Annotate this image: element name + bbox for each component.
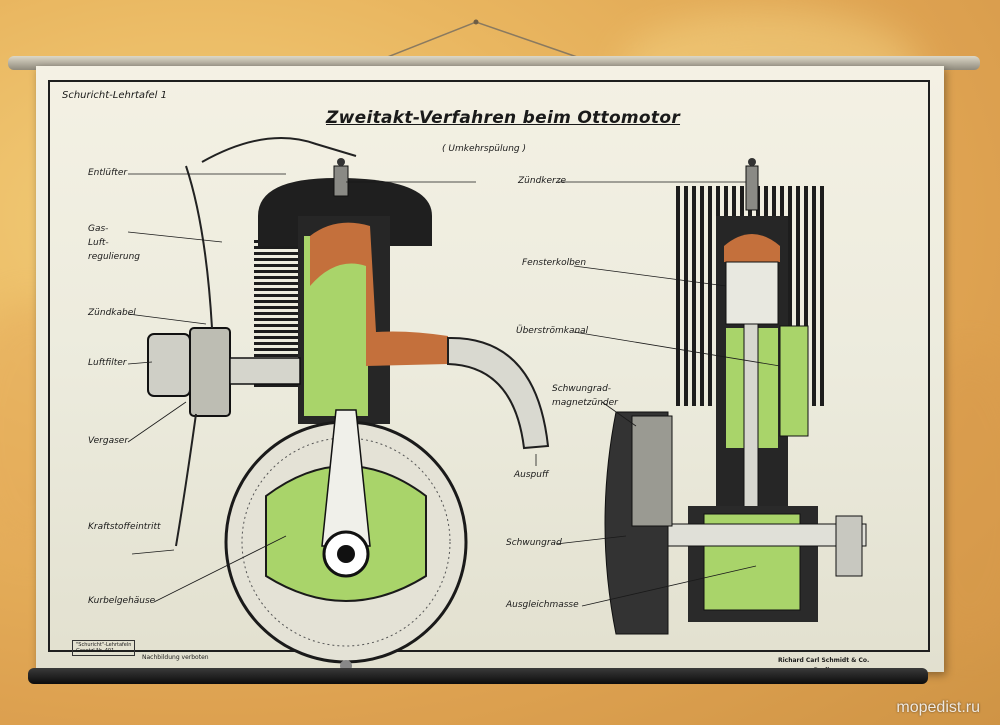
label-vergaser: Vergaser xyxy=(88,436,129,446)
label-ueberstroemkanal: Überströmkanal xyxy=(516,326,589,336)
left-air-filter xyxy=(147,333,191,397)
poster-frame xyxy=(48,80,930,652)
left-carburettor xyxy=(189,327,231,417)
left-ignition-cable xyxy=(201,137,357,163)
poster-title: Zweitakt-Verfahren beim Ottomotor xyxy=(326,108,681,128)
label-luftfilter: Luftfilter xyxy=(88,358,127,368)
poster-series-label: Schuricht-Lehrtafel 1 xyxy=(62,90,167,101)
left-engine-cross-section xyxy=(147,137,550,672)
footer-copyright-note: Nachbildung verboten xyxy=(142,654,209,661)
engine-diagram xyxy=(127,137,867,672)
right-connecting-rod xyxy=(743,323,759,525)
label-entluefter: Entlüfter xyxy=(88,168,128,178)
right-transfer-port xyxy=(779,325,809,437)
left-throttle-cable xyxy=(185,165,213,329)
leader-lines xyxy=(127,173,781,607)
label-fensterkolben: Fensterkolben xyxy=(522,258,587,268)
label-gas-luft-regulierung: Gas- Luft- regulierung xyxy=(88,224,141,262)
footer-publisher-stamp: "Schuricht"-Lehrtafeln Gesetzl.Nr. 401 xyxy=(72,640,136,656)
poster-subtitle: ( Umkehrspülung ) xyxy=(442,144,526,154)
label-schwungradmagnetzuender: Schwungrad- magnetzünder xyxy=(552,384,618,408)
left-intake-manifold xyxy=(229,357,301,385)
right-output-shaft xyxy=(835,515,863,577)
left-connecting-rod xyxy=(321,409,371,547)
left-exhaust-pipe xyxy=(447,336,550,450)
label-zuendkabel: Zündkabel xyxy=(88,308,136,318)
bottom-hanging-rod xyxy=(28,668,928,684)
left-spark-plug xyxy=(333,165,349,197)
right-engine-cross-section xyxy=(604,158,867,635)
hanging-string xyxy=(379,19,581,61)
right-window-piston xyxy=(725,261,779,325)
label-ausgleichmasse: Ausgleichmasse xyxy=(506,600,579,610)
label-auspuff: Auspuff xyxy=(514,470,549,480)
right-spark-plug xyxy=(745,165,759,211)
wall-chart-poster: Schuricht-Lehrtafel 1 Zweitakt-Verfahren… xyxy=(36,66,944,674)
watermark: mopedist.ru xyxy=(896,699,980,716)
right-flywheel-magneto xyxy=(631,415,673,527)
label-kraftstoffeintritt: Kraftstoffeintritt xyxy=(88,522,161,532)
left-fuel-line xyxy=(175,413,197,547)
right-combustion-chamber xyxy=(724,234,780,262)
label-zuendkerze: Zündkerze xyxy=(518,176,566,186)
label-schwungrad: Schwungrad xyxy=(506,538,562,548)
label-kurbelgehaeuse: Kurbelgehäuse xyxy=(88,596,156,606)
left-combustion-gas xyxy=(310,222,448,366)
